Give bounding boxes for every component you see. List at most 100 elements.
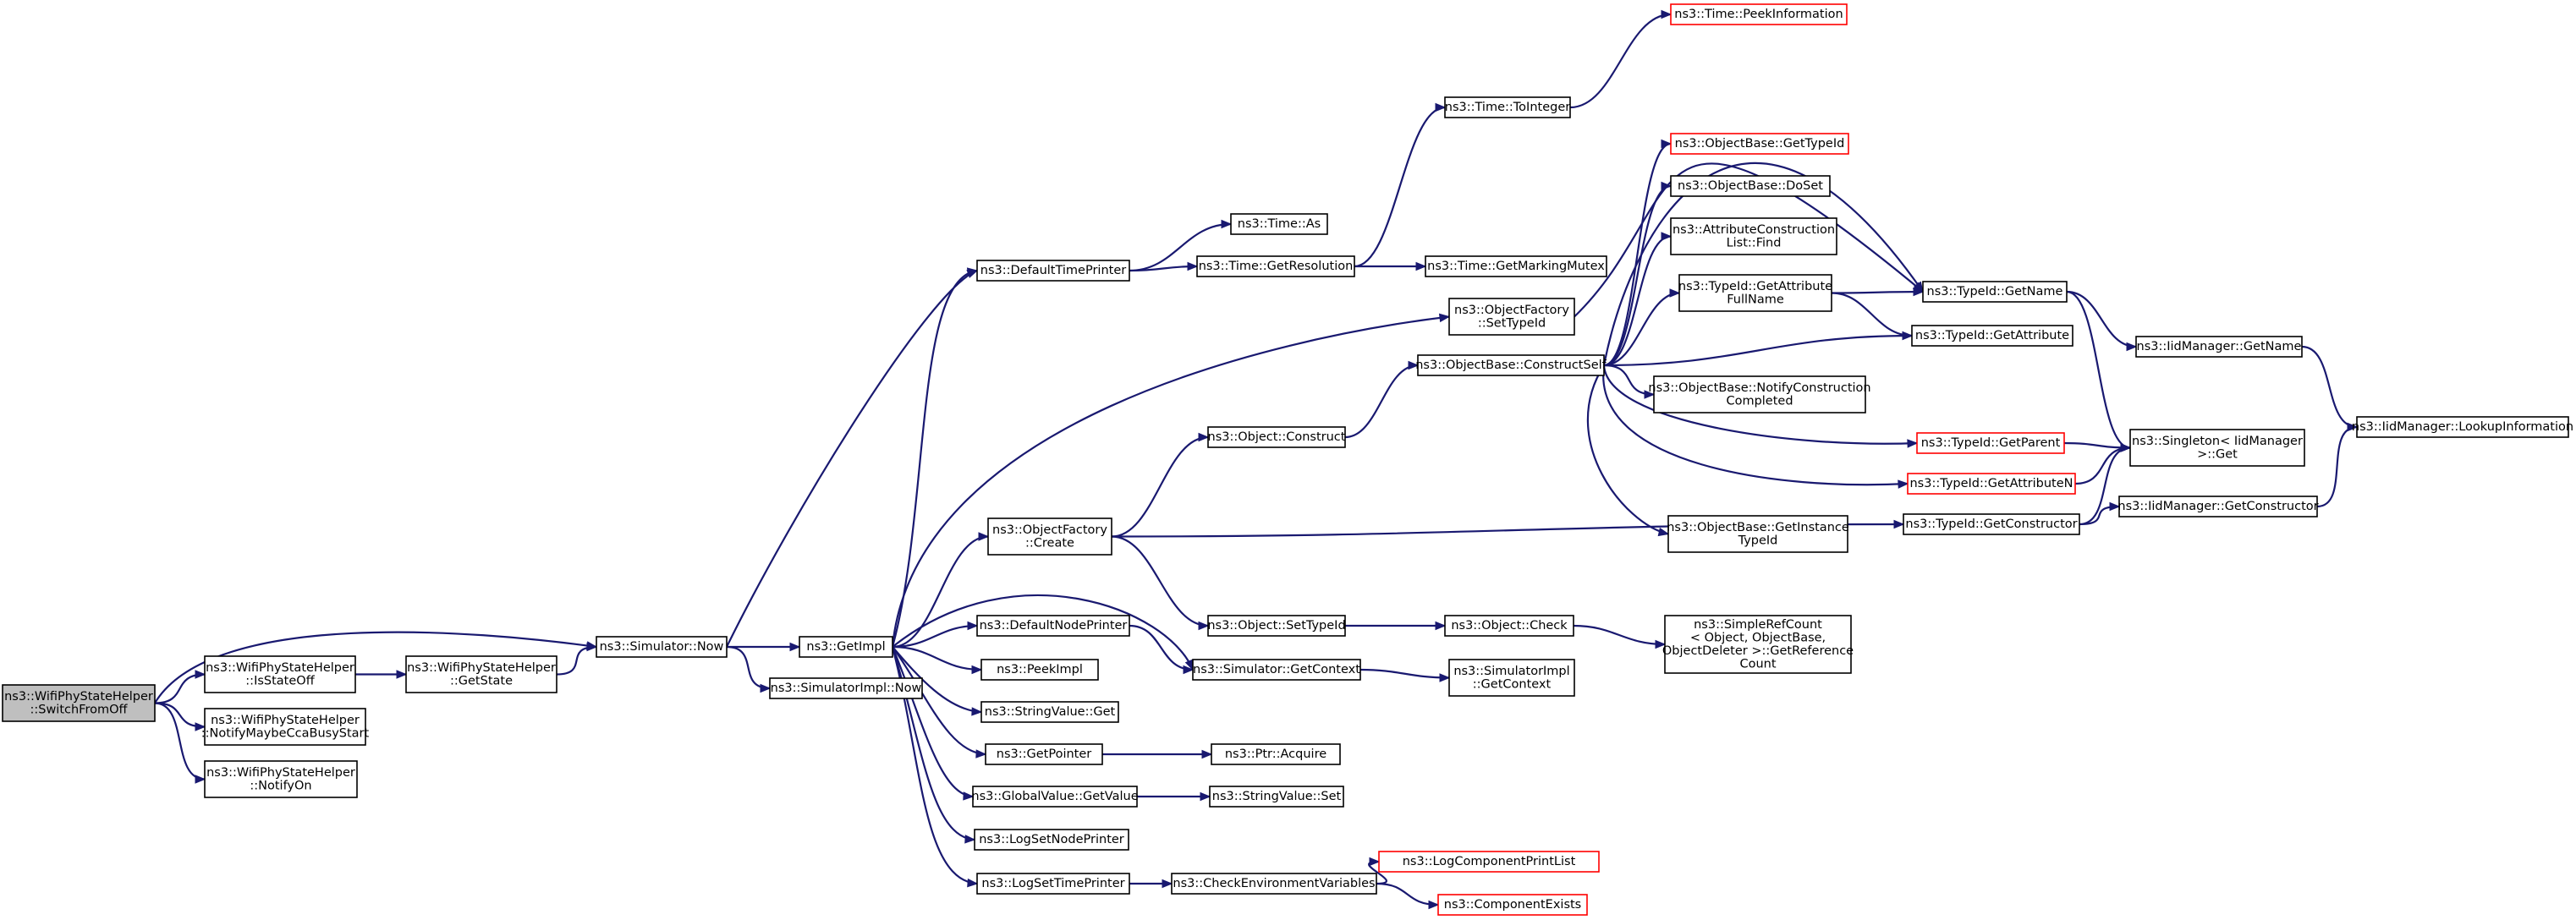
node-constructself[interactable]: ns3::ObjectBase::ConstructSelf xyxy=(1415,354,1607,376)
edge-constructself-to-obgettypeid xyxy=(1603,142,1672,367)
edge-getimpl-to-logsetnodeprinter xyxy=(891,646,975,841)
node-obgettypeid[interactable]: ns3::ObjectBase::GetTypeId xyxy=(1670,133,1849,155)
node-logsetnodeprinter[interactable]: ns3::LogSetNodePrinter xyxy=(974,829,1129,851)
node-tidgetname[interactable]: ns3::TypeId::GetName xyxy=(1922,281,2068,303)
node-simimplnow[interactable]: ns3::SimulatorImpl::Now xyxy=(769,677,923,699)
node-label: ns3::StringValue::Set xyxy=(1212,790,1342,803)
node-box xyxy=(976,615,1130,637)
node-tidgetctor[interactable]: ns3::TypeId::GetConstructor xyxy=(1903,513,2080,535)
node-label: ns3::SimulatorImpl::Now xyxy=(771,682,922,695)
node-box xyxy=(1230,213,1328,235)
node-label: ns3::WifiPhyStateHelper xyxy=(407,661,556,675)
node-globalvalueget[interactable]: ns3::GlobalValue::GetValue xyxy=(971,786,1139,808)
node-iidgetname[interactable]: ns3::IidManager::GetName xyxy=(2135,336,2303,358)
edge-simnow-to-simimplnow xyxy=(726,645,771,690)
node-logsettimeprinter[interactable]: ns3::LogSetTimePrinter xyxy=(976,873,1130,895)
node-label: ns3::Object::SetTypeId xyxy=(1207,619,1345,632)
node-peekimpl[interactable]: ns3::PeekImpl xyxy=(980,659,1099,681)
node-tidgetparent[interactable]: ns3::TypeId::GetParent xyxy=(1916,432,2065,454)
node-getimpl[interactable]: ns3::GetImpl xyxy=(799,636,893,658)
arrowhead xyxy=(1661,232,1672,241)
edge-getimpl-to-ofcreate xyxy=(892,535,989,649)
edge-constructself-to-obdoset xyxy=(1603,184,1672,367)
edge-iidgetctor-to-iidlookup xyxy=(2316,425,2358,508)
node-simgetcontext[interactable]: ns3::Simulator::GetContext xyxy=(1192,659,1361,681)
node-simplerefcount[interactable]: ns3::SimpleRefCount< Object, ObjectBase,… xyxy=(1662,615,1854,674)
node-switchfromoff[interactable]: ns3::WifiPhyStateHelper::SwitchFromOff xyxy=(2,684,156,722)
edge-defaultnodeprinter-to-simgetcontext xyxy=(1129,624,1194,671)
node-timeas[interactable]: ns3::Time::As xyxy=(1230,213,1328,235)
edge-iidgetname-to-iidlookup xyxy=(2301,345,2358,429)
node-label: ns3::TypeId::GetName xyxy=(1927,285,2063,298)
node-objsettypeid[interactable]: ns3::Object::SetTypeId xyxy=(1207,615,1346,637)
arrowhead xyxy=(1661,9,1672,19)
arrowhead xyxy=(967,621,979,631)
node-box xyxy=(985,743,1103,765)
node-label: ns3::ObjectBase::ConstructSelf xyxy=(1415,359,1607,372)
node-box xyxy=(1670,133,1849,155)
edge-tidgetctor-to-singletonget xyxy=(2079,446,2131,526)
node-logcompprint[interactable]: ns3::LogComponentPrintList xyxy=(1378,851,1600,873)
node-ofsettypeid[interactable]: ns3::ObjectFactory::SetTypeId xyxy=(1448,298,1575,336)
arrowhead xyxy=(1439,673,1451,682)
edge-getstate-to-simnow xyxy=(556,645,597,676)
node-label: ::NotifyMaybeCcaBusyStart xyxy=(201,726,370,740)
node-timetointeger[interactable]: ns3::Time::ToInteger xyxy=(1444,96,1571,118)
node-ofcreate[interactable]: ns3::ObjectFactory::Create xyxy=(987,518,1112,556)
node-simnow[interactable]: ns3::Simulator::Now xyxy=(596,636,728,658)
edge-getimpl-to-defaultnodeprinter xyxy=(892,624,978,649)
node-tidgetattrn[interactable]: ns3::TypeId::GetAttributeN xyxy=(1907,473,2076,495)
node-box xyxy=(1417,354,1605,376)
node-defaulttimeprinter[interactable]: ns3::DefaultTimePrinter xyxy=(976,260,1130,282)
edge-timetointeger-to-peekinfo xyxy=(1569,13,1672,109)
node-label: ns3::ObjectFactory xyxy=(1454,304,1569,317)
node-ptracquire[interactable]: ns3::Ptr::Acquire xyxy=(1211,743,1341,765)
arrowhead xyxy=(1661,139,1672,149)
node-label: Count xyxy=(1739,657,1776,671)
edge-constructself-to-attrfind xyxy=(1603,235,1672,367)
node-objconstruct[interactable]: ns3::Object::Construct xyxy=(1207,426,1346,448)
edge-getimpl-to-simgetcontext xyxy=(892,594,1195,671)
node-label: ns3::ComponentExists xyxy=(1444,898,1582,912)
node-peekinfo[interactable]: ns3::Time::PeekInformation xyxy=(1670,3,1848,25)
node-compexists[interactable]: ns3::ComponentExists xyxy=(1437,894,1588,916)
edge-getimpl-to-getpointer xyxy=(892,646,986,756)
edge-constructself-to-obnotify xyxy=(1603,364,1655,396)
node-iidlookup[interactable]: ns3::IidManager::LookupInformation xyxy=(2352,416,2573,438)
edge-objconstruct-to-constructself xyxy=(1344,364,1419,439)
node-label: ns3::SimpleRefCount xyxy=(1694,618,1822,632)
node-tidgetattr[interactable]: ns3::TypeId::GetAttribute xyxy=(1911,325,2073,347)
node-getpointer[interactable]: ns3::GetPointer xyxy=(985,743,1103,765)
node-checkenv[interactable]: ns3::CheckEnvironmentVariables xyxy=(1171,873,1377,895)
node-label: ns3::GetImpl xyxy=(806,640,885,654)
node-getstate[interactable]: ns3::WifiPhyStateHelper::GetState xyxy=(405,655,557,693)
node-stringvalueget[interactable]: ns3::StringValue::Get xyxy=(980,701,1119,723)
node-box xyxy=(596,636,728,658)
node-box xyxy=(1444,615,1574,637)
node-layer: ns3::WifiPhyStateHelper::SwitchFromOffns… xyxy=(2,3,2573,916)
node-objcheck[interactable]: ns3::Object::Check xyxy=(1444,615,1574,637)
arrowhead xyxy=(975,749,987,758)
node-label: ns3::WifiPhyStateHelper xyxy=(206,766,355,780)
node-timegetmutex[interactable]: ns3::Time::GetMarkingMutex xyxy=(1425,255,1607,277)
node-notifymaybe[interactable]: ns3::WifiPhyStateHelper::NotifyMaybeCcaB… xyxy=(201,708,370,746)
node-simimplgetcontext[interactable]: ns3::SimulatorImpl::GetContext xyxy=(1448,659,1575,697)
edge-constructself-to-tidgetparent xyxy=(1602,364,1918,445)
node-label: ns3::Ptr::Acquire xyxy=(1225,748,1326,761)
arrowhead xyxy=(963,791,975,801)
node-timegetres[interactable]: ns3::Time::GetResolution xyxy=(1196,255,1355,277)
edge-ofcreate-to-objconstruct xyxy=(1111,435,1209,538)
node-iidgetctor[interactable]: ns3::IidManager::GetConstructor xyxy=(2117,496,2319,518)
node-box xyxy=(972,786,1138,808)
node-notifyon[interactable]: ns3::WifiPhyStateHelper::NotifyOn xyxy=(204,760,358,798)
node-stringvalueset[interactable]: ns3::StringValue::Set xyxy=(1209,786,1344,808)
node-obnotify[interactable]: ns3::ObjectBase::NotifyConstructionCompl… xyxy=(1648,375,1871,413)
node-isstateoff[interactable]: ns3::WifiPhyStateHelper::IsStateOff xyxy=(204,655,356,693)
node-label: ns3::IidManager::LookupInformation xyxy=(2352,420,2573,434)
node-singletonget[interactable]: ns3::Singleton< IidManager >::Get xyxy=(2129,429,2305,467)
node-defaultnodeprinter[interactable]: ns3::DefaultNodePrinter xyxy=(976,615,1130,637)
node-obdoset[interactable]: ns3::ObjectBase::DoSet xyxy=(1670,175,1831,197)
